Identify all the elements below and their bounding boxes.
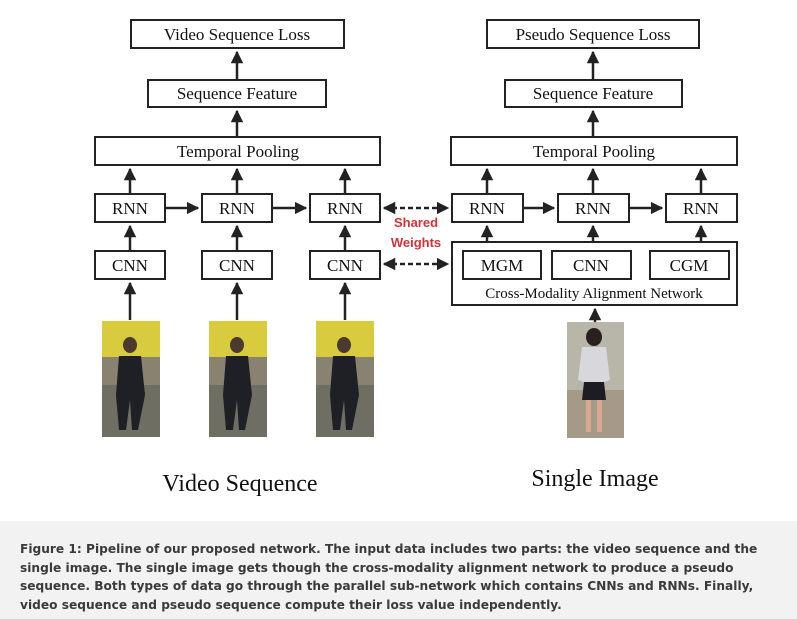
left-cnn-2: CNN bbox=[201, 250, 273, 280]
pipeline-diagram: Video Sequence Loss Sequence Feature Tem… bbox=[94, 19, 738, 497]
pseudo-sequence-loss-box: Pseudo Sequence Loss bbox=[486, 19, 700, 49]
shared-weights-line1: Shared bbox=[394, 215, 438, 230]
right-cnn-label: CNN bbox=[573, 256, 609, 275]
cgm-box: CGM bbox=[649, 250, 730, 280]
right-rnn-3: RNN bbox=[665, 193, 738, 223]
cgm-label: CGM bbox=[670, 256, 709, 275]
right-temporal-pooling-box: Temporal Pooling bbox=[450, 136, 738, 166]
mgm-box: MGM bbox=[462, 250, 542, 280]
video-frame-2 bbox=[209, 321, 267, 437]
right-arrows bbox=[480, 50, 708, 322]
left-rnn-1: RNN bbox=[94, 193, 166, 223]
left-temporal-pooling-box: Temporal Pooling bbox=[94, 136, 381, 166]
single-image-label: Single Image bbox=[531, 466, 658, 492]
left-cnn-3-label: CNN bbox=[327, 256, 363, 275]
right-sequence-feature-box: Sequence Feature bbox=[504, 79, 683, 108]
video-frame-1 bbox=[102, 321, 160, 437]
left-cnn-1: CNN bbox=[94, 250, 166, 280]
left-cnn-2-label: CNN bbox=[219, 256, 255, 275]
video-sequence-loss-box: Video Sequence Loss bbox=[130, 19, 345, 49]
figure-caption: Figure 1: Pipeline of our proposed netwo… bbox=[20, 542, 758, 612]
cross-modality-alignment-network-label: Cross-Modality Alignment Network bbox=[485, 286, 703, 302]
right-rnn-1-label: RNN bbox=[469, 199, 505, 218]
right-cnn-box: CNN bbox=[551, 250, 632, 280]
left-rnn-2-label: RNN bbox=[219, 199, 255, 218]
left-rnn-3: RNN bbox=[309, 193, 381, 223]
left-cnn-3: CNN bbox=[309, 250, 381, 280]
shared-weights-line2: Weights bbox=[391, 235, 441, 250]
mgm-label: MGM bbox=[481, 256, 524, 275]
pseudo-sequence-loss-label: Pseudo Sequence Loss bbox=[516, 25, 671, 44]
right-rnn-2: RNN bbox=[557, 193, 630, 223]
video-frame-3 bbox=[316, 321, 374, 437]
right-rnn-2-label: RNN bbox=[575, 199, 611, 218]
right-temporal-pooling-label: Temporal Pooling bbox=[533, 142, 656, 161]
left-rnn-3-label: RNN bbox=[327, 199, 363, 218]
left-sequence-feature-box: Sequence Feature bbox=[147, 79, 327, 108]
right-rnn-3-label: RNN bbox=[683, 199, 719, 218]
left-cnn-1-label: CNN bbox=[112, 256, 148, 275]
left-sequence-feature-label: Sequence Feature bbox=[177, 84, 297, 103]
video-sequence-loss-label: Video Sequence Loss bbox=[164, 25, 310, 44]
right-sequence-feature-label: Sequence Feature bbox=[533, 84, 653, 103]
right-rnn-1: RNN bbox=[451, 193, 524, 223]
single-image bbox=[567, 322, 624, 438]
left-arrows bbox=[123, 50, 352, 320]
left-temporal-pooling-label: Temporal Pooling bbox=[177, 142, 300, 161]
shared-weights-connectors bbox=[382, 201, 450, 271]
caption-band bbox=[0, 521, 797, 619]
video-sequence-label: Video Sequence bbox=[162, 471, 317, 497]
left-rnn-2: RNN bbox=[201, 193, 273, 223]
left-rnn-1-label: RNN bbox=[112, 199, 148, 218]
